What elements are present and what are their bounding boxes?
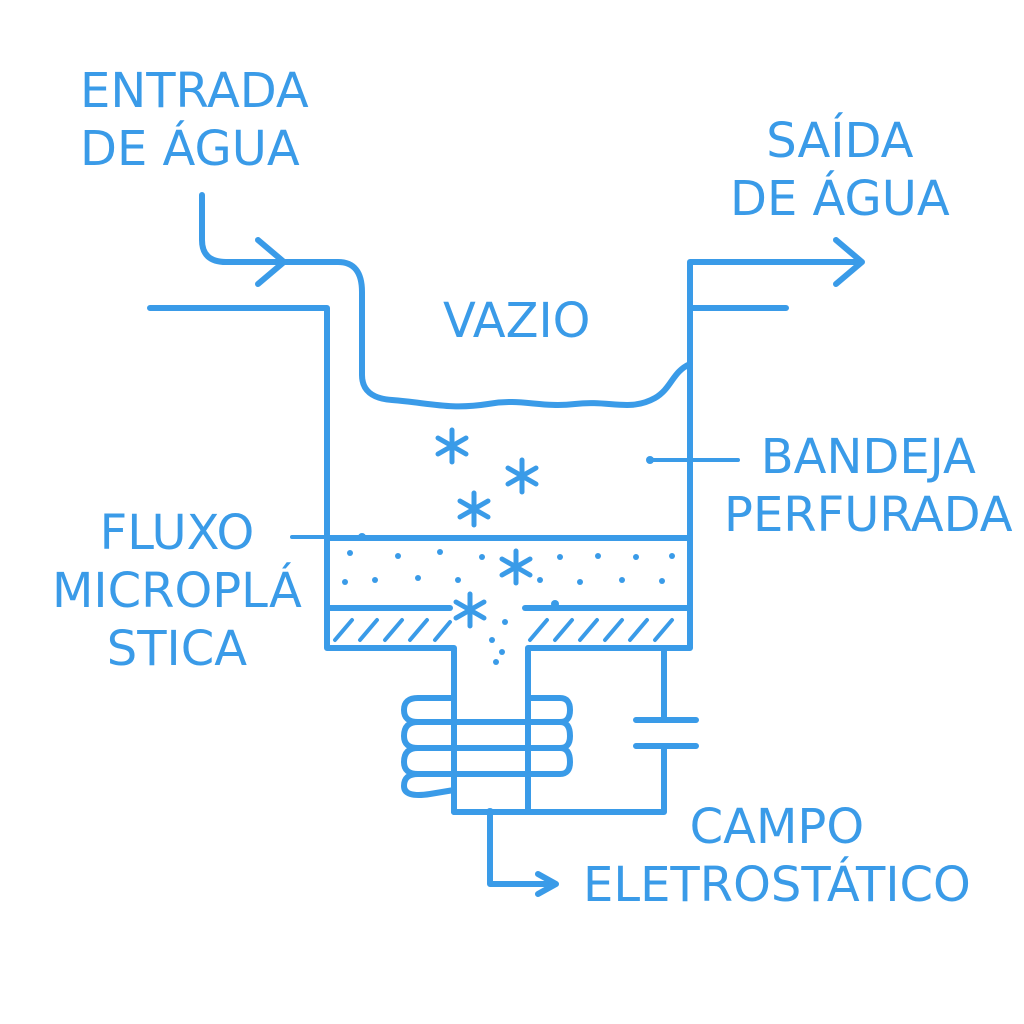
coil-icon — [401, 695, 573, 798]
capacitor-wire — [451, 645, 667, 815]
field-output-wire — [487, 809, 555, 887]
inlet-pipe — [199, 192, 693, 410]
tray-dots — [342, 533, 675, 665]
capacitor-icon — [633, 717, 699, 749]
water-outlet-label: SAÍDA DE ÁGUA — [730, 113, 950, 227]
field-output-arrowhead — [535, 871, 559, 897]
outlet-arrowhead — [833, 237, 865, 287]
perforated-tray-label: BANDEJA PERFURADA — [724, 429, 1013, 543]
empty-space-label: VAZIO — [443, 293, 591, 349]
microplastic-particle-icon — [435, 427, 539, 629]
hatched-base — [333, 618, 674, 642]
outlet-pipe — [687, 259, 861, 311]
electrostatic-field-label: CAMPO ELETROSTÁTICO — [583, 799, 971, 913]
microplastic-flow-label: FLUXO MICROPLÁ STICA — [52, 505, 302, 677]
tank-right-wall — [525, 305, 789, 815]
water-inlet-label: ENTRADA DE ÁGUA — [80, 63, 309, 177]
tank-left-wall — [147, 305, 457, 815]
inlet-arrowhead — [255, 237, 287, 287]
